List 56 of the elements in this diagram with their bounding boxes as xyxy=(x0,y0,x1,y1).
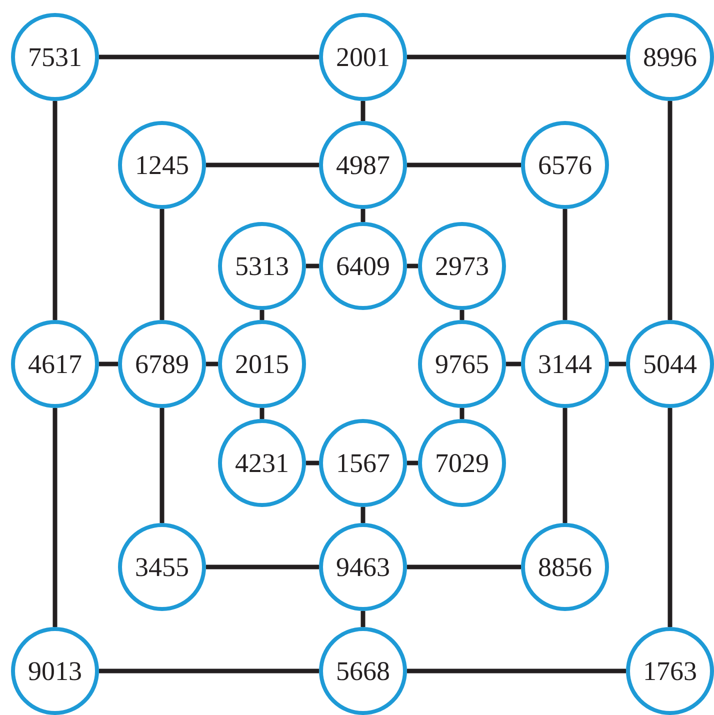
node-number: 3144 xyxy=(538,350,592,378)
node-number: 6409 xyxy=(336,252,390,280)
connector-line xyxy=(407,264,418,268)
connector-line xyxy=(260,408,264,419)
connector-line xyxy=(260,310,264,320)
node-number: 3455 xyxy=(135,554,189,580)
node-number: 4231 xyxy=(235,450,289,476)
node-number: 2001 xyxy=(336,44,390,70)
connector-line xyxy=(407,668,626,674)
connector-line xyxy=(360,611,366,627)
connector-line xyxy=(99,668,319,674)
connector-line xyxy=(206,362,218,366)
node-number: 5044 xyxy=(643,350,697,378)
connector-line xyxy=(460,408,464,419)
connector-line xyxy=(160,209,164,320)
connector-line xyxy=(407,54,626,60)
connector-line xyxy=(562,408,568,523)
node-number: 4617 xyxy=(28,350,82,378)
connector-line xyxy=(407,564,521,570)
connector-line xyxy=(52,101,58,320)
node-number: 9013 xyxy=(28,658,82,684)
connector-line xyxy=(460,310,464,320)
node-number: 5313 xyxy=(235,252,289,280)
connector-line xyxy=(407,460,418,466)
node-number: 2015 xyxy=(235,350,289,378)
node-number: 1245 xyxy=(135,152,189,178)
node-number: 1567 xyxy=(336,450,390,476)
node-number: 9463 xyxy=(336,554,390,580)
connector-line xyxy=(99,54,319,60)
connector-line xyxy=(52,408,58,627)
connector-line xyxy=(506,362,521,366)
connector-line xyxy=(206,564,319,570)
node-number: 8856 xyxy=(538,554,592,580)
connector-line xyxy=(360,101,366,121)
connector-line xyxy=(407,162,521,168)
connector-line xyxy=(160,408,164,523)
connector-line xyxy=(668,408,672,627)
node-number: 7029 xyxy=(435,450,489,476)
node-number: 8996 xyxy=(643,44,697,70)
connector-line xyxy=(360,209,366,222)
node-number: 1763 xyxy=(643,658,697,684)
connector-line xyxy=(99,362,118,366)
node-number: 5668 xyxy=(336,658,390,684)
node-number: 7531 xyxy=(28,44,82,70)
connector-line xyxy=(360,507,366,523)
connector-line xyxy=(306,264,319,268)
connector-line xyxy=(668,101,672,320)
node-number: 6576 xyxy=(538,152,592,178)
connector-line xyxy=(206,162,319,168)
connector-line xyxy=(306,460,319,466)
node-number: 4987 xyxy=(336,152,390,178)
node-number: 6789 xyxy=(135,350,189,378)
node-number: 9765 xyxy=(435,350,489,378)
node-number: 2973 xyxy=(435,252,489,280)
connector-line xyxy=(562,209,568,320)
connector-line xyxy=(609,362,626,366)
